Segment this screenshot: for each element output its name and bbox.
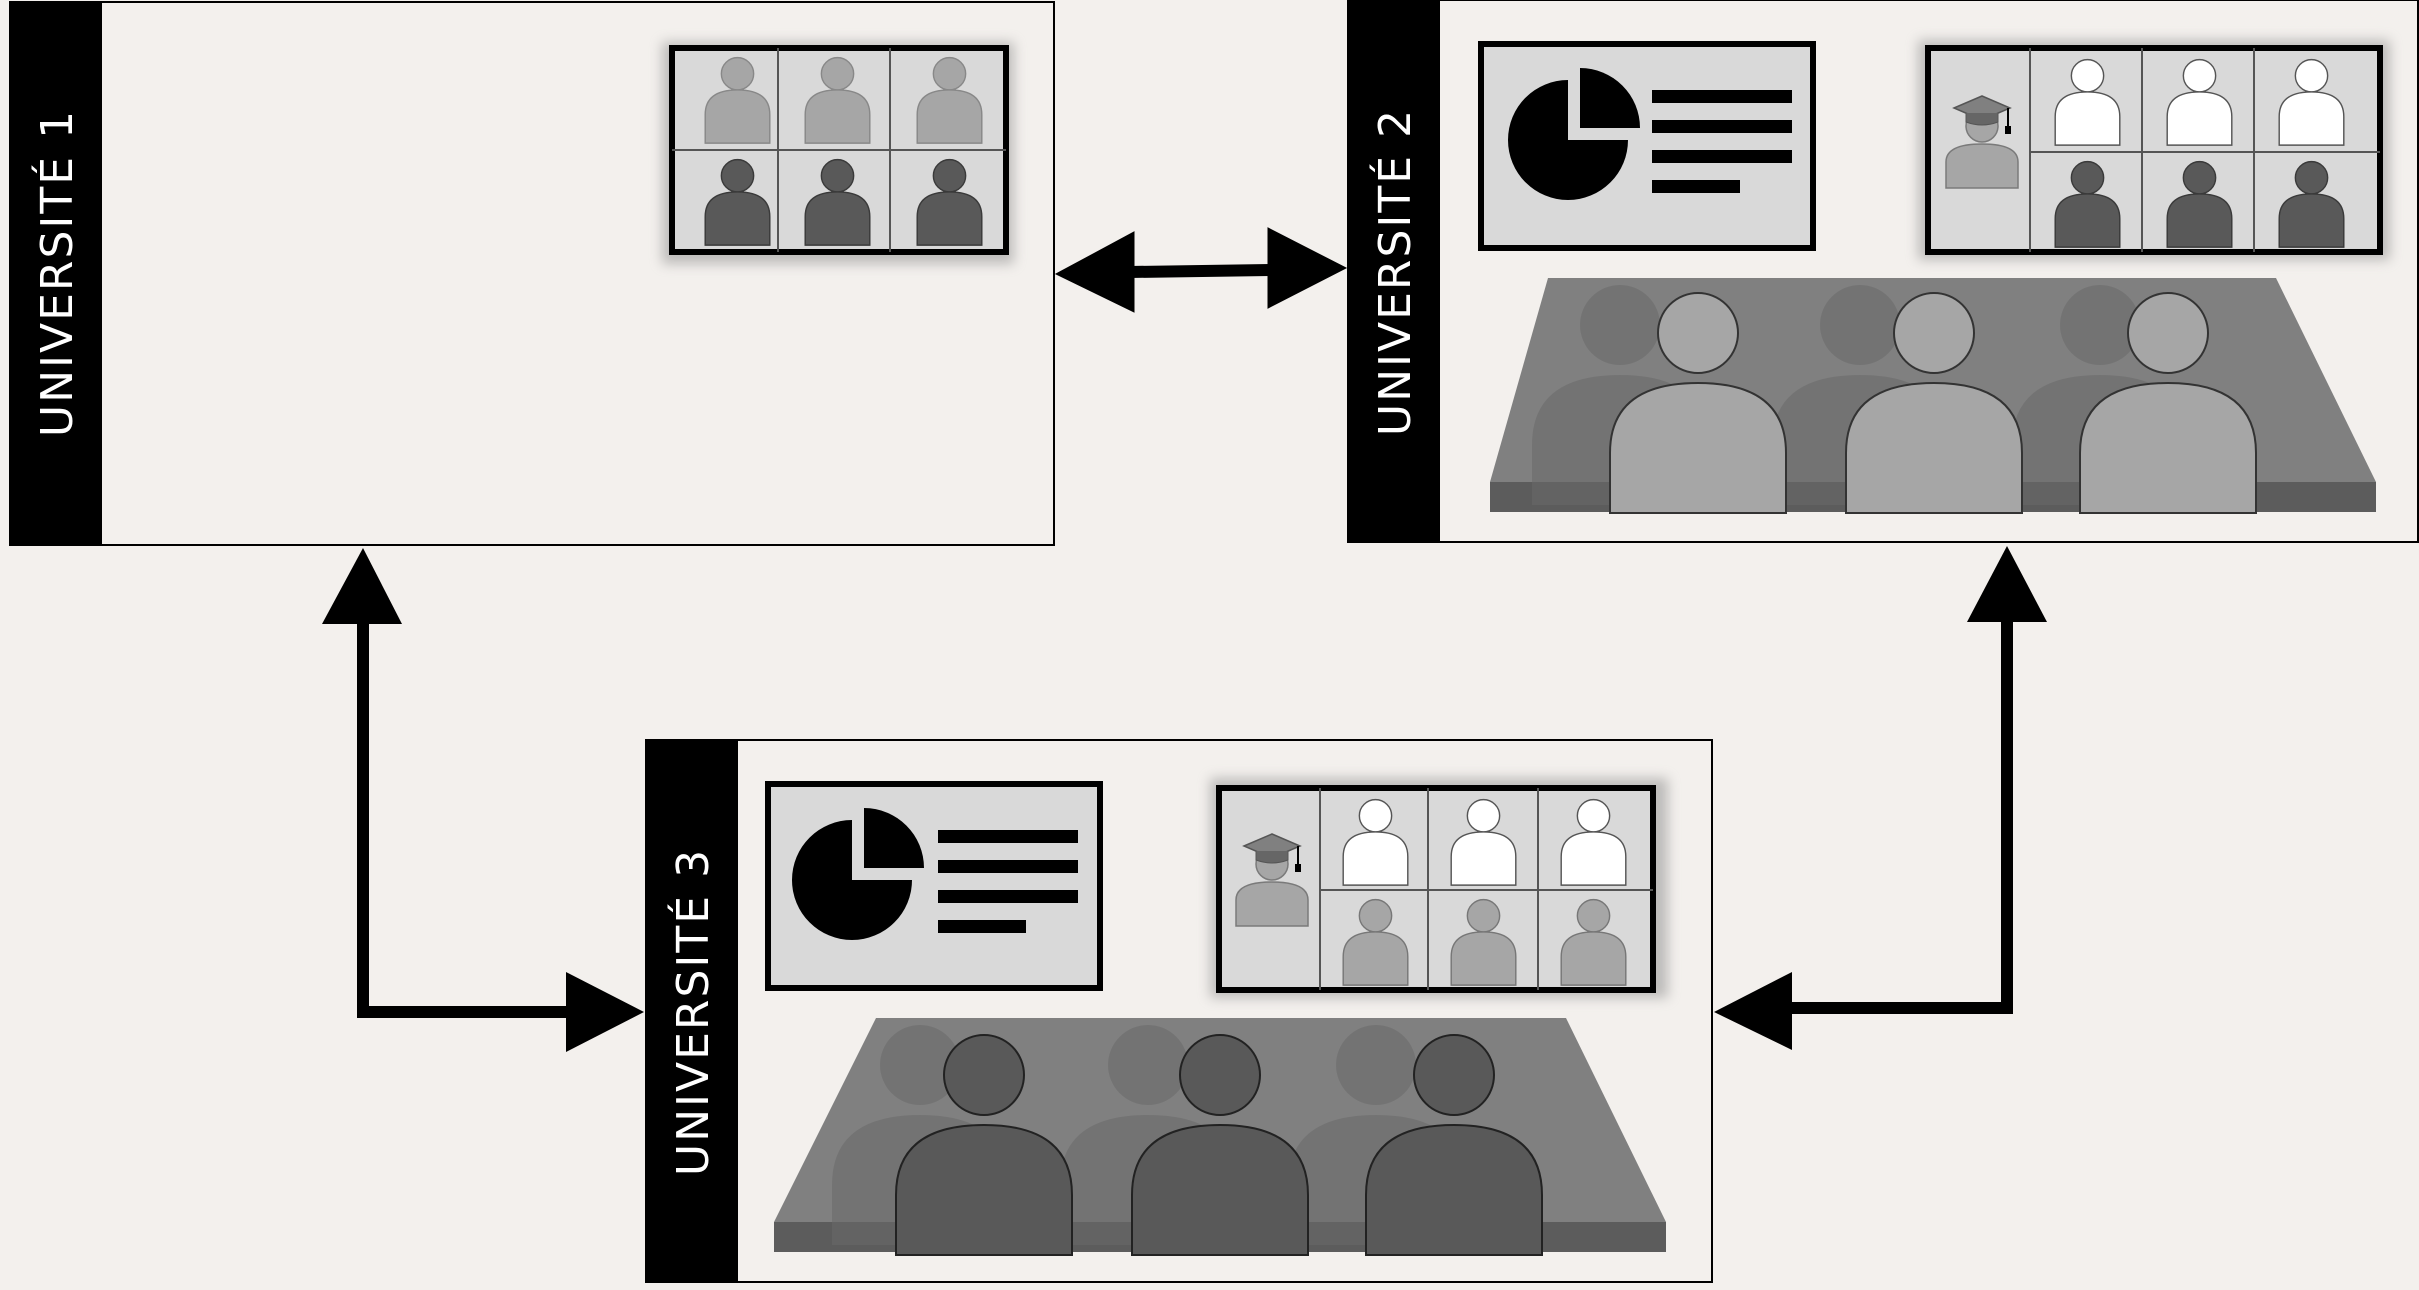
university-2-sidebar [1348,0,1440,542]
university-2-presentation-screen [1478,41,1816,251]
university-3-classroom [774,1018,1666,1256]
university-3-presentation-screen [765,781,1103,991]
text-lines-icon [1652,90,1792,193]
link-arrow-u1-u2 [1054,227,1348,313]
university-2-panel: UNIVERSITÉ 2 [1347,0,2419,543]
link-arrow-u2-u3 [1714,546,2047,1050]
university-1-panel: UNIVERSITÉ 1 [9,1,1055,546]
university-3-panel: UNIVERSITÉ 3 [645,739,1713,1283]
university-1-label: UNIVERSITÉ 1 [30,109,83,437]
university-3-remote-screen [1210,778,1668,998]
university-2-classroom [1490,278,2376,514]
text-lines-icon [938,830,1078,933]
university-1-remote-screen [662,42,1014,264]
link-arrow-u1-u3 [322,548,644,1052]
university-2-label: UNIVERSITÉ 2 [1368,108,1421,436]
university-2-remote-screen [1918,40,2390,260]
university-1-sidebar [10,2,102,545]
university-3-label: UNIVERSITÉ 3 [666,848,719,1176]
university-3-sidebar [646,740,738,1282]
